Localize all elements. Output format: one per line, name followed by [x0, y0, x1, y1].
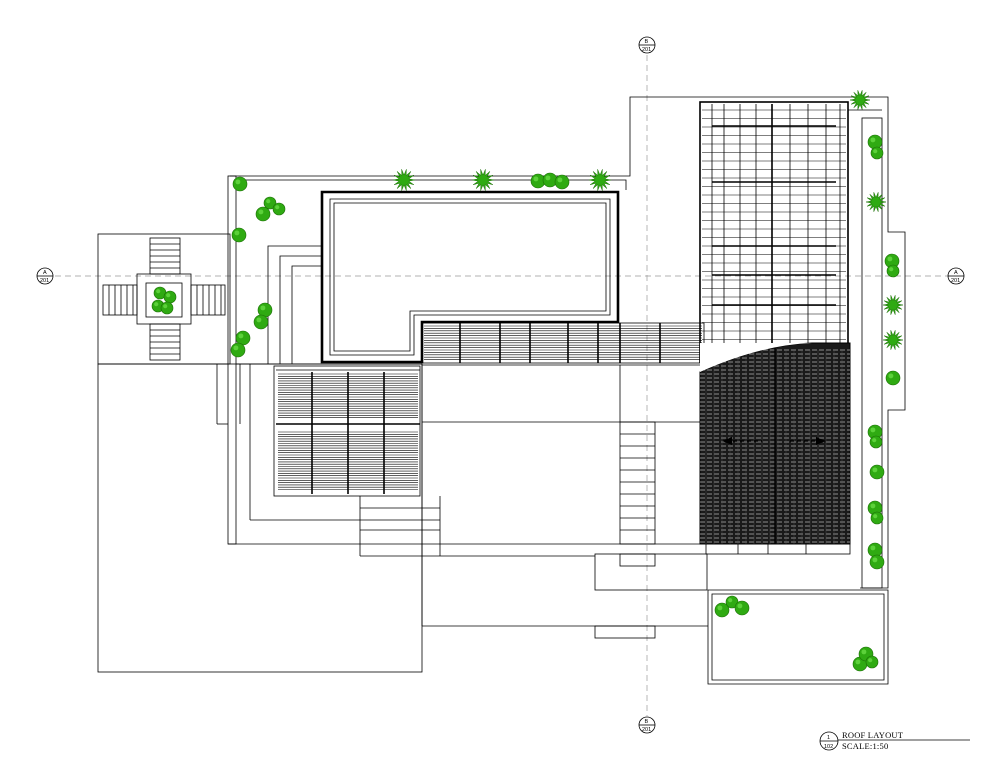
tree-icon: [230, 342, 246, 358]
tree-icon: [867, 134, 883, 150]
tree-icon: [870, 511, 884, 525]
shrub-icon: [882, 295, 904, 315]
shrub-icon: [849, 90, 871, 110]
grid-marker-top: B 201: [638, 36, 656, 54]
grid-marker-left-letter: A: [43, 270, 47, 276]
tree-icon: [865, 655, 879, 669]
steps-top: [149, 237, 181, 275]
steps-bottom: [149, 323, 181, 361]
steps-right: [190, 284, 226, 316]
grid-marker-top-sheet: 201: [642, 47, 651, 53]
drawing-title: ROOF LAYOUT: [842, 730, 904, 740]
tree-icon: [554, 174, 570, 190]
grid-marker-right: A 201: [947, 267, 965, 285]
shrub-icon: [392, 169, 416, 191]
louvre-panels-left: [273, 365, 421, 497]
tree-icon: [235, 330, 251, 346]
louvre-deck: [421, 322, 705, 364]
section-marker-icon: B 201 B 201 A 201 A 201: [36, 36, 965, 734]
grid-marker-right-letter: A: [954, 270, 958, 276]
tree-icon: [255, 206, 271, 222]
vegetation: [151, 90, 904, 672]
tree-icon: [263, 196, 277, 210]
shrub-icon: [882, 330, 904, 350]
drawing-number: 1: [827, 735, 830, 741]
main-building-outline: [216, 96, 906, 685]
tree-icon: [231, 227, 247, 243]
tree-icon: [869, 464, 885, 480]
grid-marker-left: A 201: [36, 267, 54, 285]
shrub-icon: [865, 192, 887, 212]
tree-icon: [153, 286, 167, 300]
tree-icon: [869, 435, 883, 449]
drawing-scale: SCALE:1:50: [842, 741, 888, 751]
tree-icon: [870, 146, 884, 160]
left-courtyard: [97, 233, 231, 365]
tree-icon: [163, 290, 177, 304]
grid-marker-left-sheet: 201: [40, 278, 49, 284]
tree-icon: [869, 554, 885, 570]
tree-icon: [734, 600, 750, 616]
shrub-icon: [471, 169, 495, 191]
grid-marker-bottom: B 201: [638, 716, 656, 734]
tree-icon: [714, 602, 730, 618]
tree-icon: [886, 264, 900, 278]
grid-marker-top-letter: B: [645, 39, 649, 45]
tree-icon: [232, 176, 248, 192]
tree-icon: [257, 302, 273, 318]
hatched-roof: [699, 342, 851, 545]
lower-left-block: [97, 363, 423, 673]
tree-icon: [272, 202, 286, 216]
grid-marker-bottom-sheet: 201: [642, 727, 651, 733]
steps-left: [102, 284, 138, 316]
slope-arrow-icon: [722, 437, 826, 445]
center-stairs: [619, 421, 656, 545]
drawing-title-block: 1 102 ROOF LAYOUT SCALE:1:50: [819, 730, 970, 751]
tree-icon: [160, 301, 174, 315]
tree-icon: [542, 172, 558, 188]
tree-icon: [253, 314, 269, 330]
shrub-icon: [588, 169, 612, 191]
tree-icon: [885, 370, 901, 386]
pergola-grid: [699, 101, 849, 363]
drawing-sheet: 102: [824, 744, 833, 750]
grid-lines: [55, 55, 948, 716]
pool: [320, 190, 620, 364]
tree-icon: [867, 542, 883, 558]
grid-marker-right-sheet: 201: [951, 278, 960, 284]
tree-icon: [884, 253, 900, 269]
grid-marker-bottom-letter: B: [645, 719, 649, 725]
